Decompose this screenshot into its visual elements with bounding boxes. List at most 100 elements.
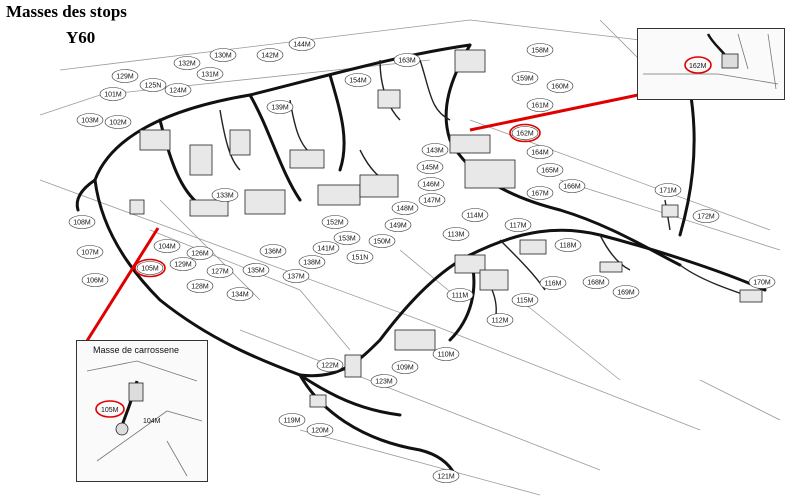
connector-label-layer: 103M 102M 101M 129M 125N 124M 132M 131M 130M 142M… <box>68 37 776 483</box>
svg-text:160M: 160M <box>551 84 569 91</box>
svg-text:121M: 121M <box>437 474 455 481</box>
connector-label-137m: 137M <box>282 269 310 283</box>
svg-text:107M: 107M <box>81 250 99 257</box>
connector-label-171m: 171M <box>654 183 682 197</box>
connector-label-130m: 130M <box>209 48 237 62</box>
connector-label-115m: 115M <box>511 293 539 307</box>
connector-label-144m: 144M <box>288 37 316 51</box>
svg-text:158M: 158M <box>531 48 549 55</box>
connector-label-162m: 162M <box>509 123 541 143</box>
svg-text:152M: 152M <box>326 220 344 227</box>
svg-text:149M: 149M <box>389 223 407 230</box>
connector-label-166m: 166M <box>558 179 586 193</box>
svg-text:116M: 116M <box>545 281 562 288</box>
svg-text:134M: 134M <box>231 292 249 299</box>
svg-text:132M: 132M <box>178 61 196 68</box>
svg-text:141M: 141M <box>317 246 335 253</box>
svg-text:122M: 122M <box>321 363 339 370</box>
connector-label-163m: 163M <box>393 53 421 67</box>
connector-label-142m: 142M <box>256 48 284 62</box>
connector-label-152m: 152M <box>321 215 349 229</box>
svg-text:151N: 151N <box>352 255 369 262</box>
svg-text:126M: 126M <box>191 251 209 258</box>
connector-blocks <box>129 49 763 408</box>
svg-text:153M: 153M <box>338 236 356 243</box>
svg-text:150M: 150M <box>373 239 391 246</box>
svg-text:113M: 113M <box>448 232 465 239</box>
connector-label-119m: 119M <box>278 413 306 427</box>
connector-label-146m: 146M <box>417 177 445 191</box>
svg-text:129M: 129M <box>116 74 134 81</box>
connector-label-104m: 104M <box>153 239 181 253</box>
svg-text:125N: 125N <box>145 83 162 90</box>
svg-text:130M: 130M <box>214 53 232 60</box>
svg-text:131M: 131M <box>201 72 219 79</box>
svg-text:168M: 168M <box>587 280 605 287</box>
svg-text:147M: 147M <box>423 198 441 205</box>
connector-label-121m: 121M <box>432 469 460 483</box>
connector-label-108m: 108M <box>68 215 96 229</box>
svg-text:105M: 105M <box>141 266 159 273</box>
connector-label-138m: 138M <box>298 255 326 269</box>
connector-label-111m: 111M <box>446 288 474 302</box>
connector-label-112m: 112M <box>486 313 514 327</box>
svg-text:103M: 103M <box>81 118 99 125</box>
connector-label-114m: 114M <box>461 208 489 222</box>
svg-text:171M: 171M <box>659 188 677 195</box>
svg-text:124M: 124M <box>169 88 187 95</box>
connector-label-170m: 170M <box>748 275 776 289</box>
diagram-subtitle: Y60 <box>66 28 96 47</box>
connector-label-122m: 122M <box>316 358 344 372</box>
connector-label-127m: 127M <box>206 264 234 278</box>
connector-label-135m: 135M <box>242 263 270 277</box>
connector-label-133m: 133M <box>211 188 239 202</box>
connector-label-160m: 160M <box>546 79 574 93</box>
connector-label-168m: 168M <box>582 275 610 289</box>
connector-label-128m: 128M <box>186 279 214 293</box>
svg-text:154M: 154M <box>349 78 367 85</box>
body-ground-inset: Masse de carrossene 105M 104M <box>76 340 208 482</box>
connector-label-159m: 159M <box>511 71 539 85</box>
ground-162m-inset: 162M <box>637 28 785 100</box>
svg-text:106M: 106M <box>86 278 104 285</box>
svg-text:167M: 167M <box>531 191 549 198</box>
inset-drawing: 105M 104M <box>86 360 203 477</box>
svg-text:120M: 120M <box>311 428 329 435</box>
connector-label-117m: 117M <box>504 218 532 232</box>
inset-caption: Masse de carrossene <box>93 345 180 355</box>
svg-text:161M: 161M <box>531 103 549 110</box>
connector-label-116m: 116M <box>539 276 567 290</box>
svg-text:164M: 164M <box>531 150 549 157</box>
svg-text:101M: 101M <box>104 92 122 99</box>
connector-label-118m: 118M <box>554 238 582 252</box>
connector-label-151n: 151N <box>346 250 374 264</box>
svg-text:128M: 128M <box>191 284 209 291</box>
svg-text:102M: 102M <box>109 120 127 127</box>
connector-label-126m: 126M <box>186 246 214 260</box>
connector-label-165m: 165M <box>536 163 564 177</box>
svg-text:170M: 170M <box>753 280 771 287</box>
connector-label-129m: 129M <box>111 69 139 83</box>
connector-label-103m: 103M <box>76 113 104 127</box>
inset-label-162m: 162M <box>689 63 707 70</box>
svg-text:119M: 119M <box>284 418 301 425</box>
connector-label-101m: 101M <box>99 87 127 101</box>
svg-text:166M: 166M <box>563 184 581 191</box>
connector-label-109m: 109M <box>391 360 419 374</box>
connector-label-153m: 153M <box>333 231 361 245</box>
connector-label-141m: 141M <box>312 241 340 255</box>
svg-text:146M: 146M <box>422 182 440 189</box>
svg-text:163M: 163M <box>398 58 416 65</box>
svg-text:133M: 133M <box>216 193 234 200</box>
connector-label-113m: 113M <box>442 227 470 241</box>
svg-text:112M: 112M <box>492 318 509 325</box>
connector-label-147m: 147M <box>418 193 446 207</box>
connector-label-149m: 149M <box>384 218 412 232</box>
connector-label-132m: 132M <box>173 56 201 70</box>
svg-text:145M: 145M <box>421 165 439 172</box>
svg-text:117M: 117M <box>510 223 527 230</box>
connector-label-107m: 107M <box>76 245 104 259</box>
connector-label-158m: 158M <box>526 43 554 57</box>
